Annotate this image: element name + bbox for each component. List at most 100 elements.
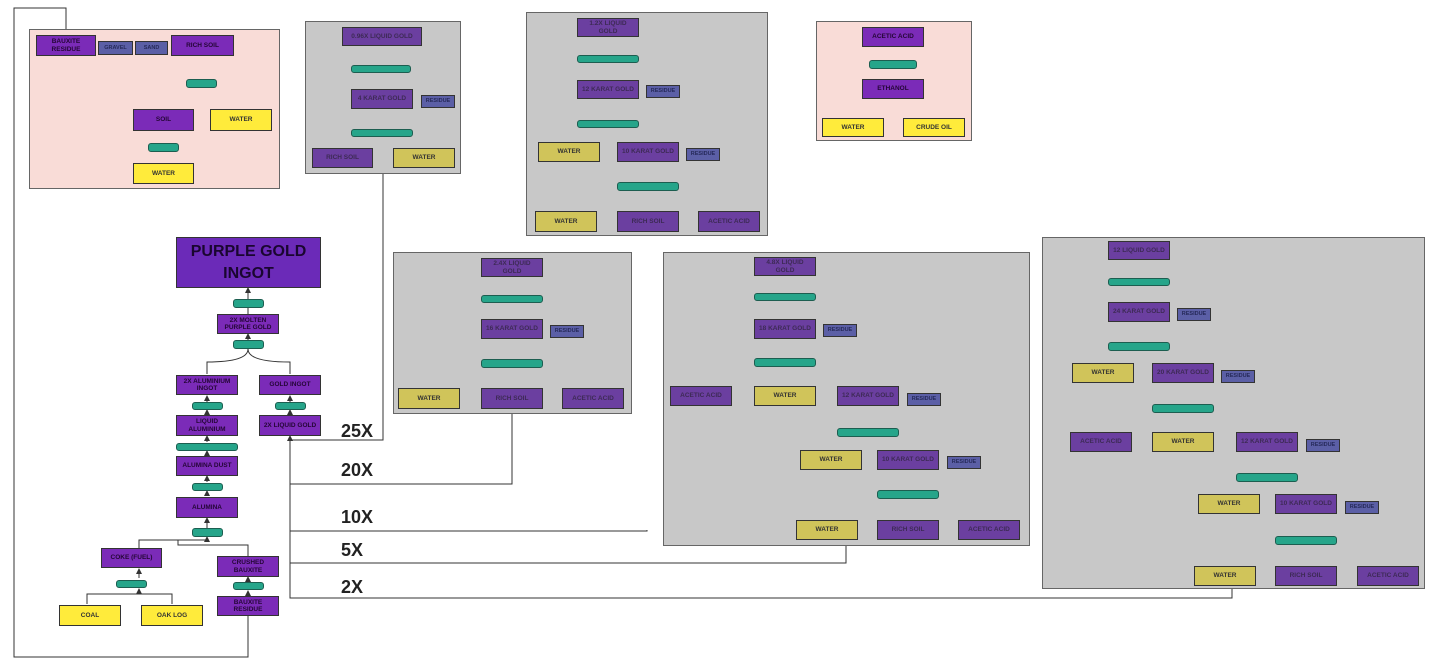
residue-node: RESIDUE: [550, 325, 584, 338]
karat-gold-node: 4 KARAT GOLD: [351, 89, 413, 109]
rich-soil-node: RICH SOIL: [312, 148, 373, 168]
process-step: [754, 358, 816, 367]
process-step: [351, 129, 413, 137]
process-step: [1108, 278, 1170, 286]
process-step: [481, 359, 543, 368]
water-node: WATER: [1198, 494, 1260, 514]
oak-log-node: OAK LOG: [141, 605, 203, 626]
process-step: [1236, 473, 1298, 482]
process-step: [1108, 342, 1170, 351]
water-node: WATER: [1072, 363, 1134, 383]
karat-gold-node: 20 KARAT GOLD: [1152, 363, 1214, 383]
water-node: WATER: [1152, 432, 1214, 452]
process-step: [192, 483, 223, 491]
water-node: WATER: [800, 450, 862, 470]
residue-node: RESIDUE: [947, 456, 981, 469]
residue-node: RESIDUE: [907, 393, 941, 406]
multiplier-label: 25X: [341, 421, 374, 441]
process-step: [877, 490, 939, 499]
residue-node: RESIDUE: [823, 324, 857, 337]
rich-soil-node: RICH SOIL: [877, 520, 939, 540]
acetic-acid-node: ACETIC ACID: [958, 520, 1020, 540]
coal-node: COAL: [59, 605, 121, 626]
karat-gold-node: 18 KARAT GOLD: [754, 319, 816, 339]
water-node: WATER: [398, 388, 460, 409]
coke-fuel-node: COKE (FUEL): [101, 548, 162, 568]
water-node: WATER: [393, 148, 455, 168]
acetic-acid-node: ACETIC ACID: [698, 211, 760, 232]
bauxite-residue-node: BAUXITE RESIDUE: [36, 35, 96, 56]
water-node: WATER: [796, 520, 858, 540]
crushed-bauxite-node: CRUSHED BAUXITE: [217, 556, 279, 577]
multiplier-label: 5X: [341, 540, 364, 560]
rich-soil-node: RICH SOIL: [617, 211, 679, 232]
liquid-gold-node: 1.2X LIQUID GOLD: [577, 18, 639, 37]
process-step: [481, 295, 543, 303]
process-step: [1275, 536, 1337, 545]
process-step: [233, 582, 264, 590]
sand-node: SAND: [135, 41, 168, 55]
ethanol-node: ETHANOL: [862, 79, 924, 99]
liquid-gold-node: 12 LIQUID GOLD: [1108, 241, 1170, 260]
process-step: [837, 428, 899, 437]
residue-node: RESIDUE: [1177, 308, 1211, 321]
acetic-acid-node: ACETIC ACID: [562, 388, 624, 409]
group-2x: [1042, 237, 1425, 589]
process-step: [192, 402, 223, 410]
water-node: WATER: [822, 118, 884, 137]
rich-soil-node: RICH SOIL: [1275, 566, 1337, 586]
process-step: [233, 299, 264, 308]
process-step: [617, 182, 679, 191]
process-step: [754, 293, 816, 301]
karat-gold-node: 10 KARAT GOLD: [617, 142, 679, 162]
residue-node: RESIDUE: [646, 85, 680, 98]
karat-gold-node: 16 KARAT GOLD: [481, 319, 543, 339]
karat-gold-node: 10 KARAT GOLD: [877, 450, 939, 470]
aluminium-ingot-node: 2X ALUMINIUM INGOT: [176, 375, 238, 395]
process-step: [186, 79, 217, 88]
karat-gold-node: 12 KARAT GOLD: [1236, 432, 1298, 452]
liquid-gold-node: 0.96X LIQUID GOLD: [342, 27, 422, 46]
acetic-acid-node: ACETIC ACID: [670, 386, 732, 406]
liquid-gold-node: 4.8X LIQUID GOLD: [754, 257, 816, 276]
soil-node: SOIL: [133, 109, 194, 131]
process-step: [275, 402, 306, 410]
rich-soil-node: RICH SOIL: [481, 388, 543, 409]
bauxite-residue-bottom-node: BAUXITE RESIDUE: [217, 596, 279, 616]
crude-oil-node: CRUDE OIL: [903, 118, 965, 137]
process-step: [351, 65, 411, 73]
process-step: [116, 580, 147, 588]
karat-gold-node: 12 KARAT GOLD: [577, 80, 639, 99]
gold-ingot-node: GOLD INGOT: [259, 375, 321, 395]
process-step: [148, 143, 179, 152]
process-step: [577, 55, 639, 63]
process-step: [577, 120, 639, 128]
liquid-aluminium-node: LIQUID ALUMINIUM: [176, 415, 238, 436]
alumina-dust-node: ALUMINA DUST: [176, 456, 238, 476]
residue-node: RESIDUE: [1221, 370, 1255, 383]
water-node: WATER: [1194, 566, 1256, 586]
water-node: WATER: [210, 109, 272, 131]
water-node: WATER: [133, 163, 194, 184]
process-step: [233, 340, 264, 349]
liquid-gold-node: 2.4X LIQUID GOLD: [481, 258, 543, 277]
liquid-gold-2x-node: 2X LIQUID GOLD: [259, 415, 321, 436]
acetic-acid-top-node: ACETIC ACID: [862, 27, 924, 47]
water-node: WATER: [754, 386, 816, 406]
residue-node: RESIDUE: [1306, 439, 1340, 452]
karat-gold-node: 10 KARAT GOLD: [1275, 494, 1337, 514]
process-step: [869, 60, 917, 69]
multiplier-label: 10X: [341, 507, 374, 527]
water-node: WATER: [538, 142, 600, 162]
water-node: WATER: [535, 211, 597, 232]
residue-node: RESIDUE: [1345, 501, 1379, 514]
group-20x: [526, 12, 768, 236]
gravel-node: GRAVEL: [98, 41, 133, 55]
karat-gold-node: 24 KARAT GOLD: [1108, 302, 1170, 322]
process-step: [1152, 404, 1214, 413]
molten-purple-gold-node: 2X MOLTEN PURPLE GOLD: [217, 314, 279, 334]
multiplier-label: 20X: [341, 460, 374, 480]
residue-node: RESIDUE: [686, 148, 720, 161]
karat-gold-node: 12 KARAT GOLD: [837, 386, 899, 406]
